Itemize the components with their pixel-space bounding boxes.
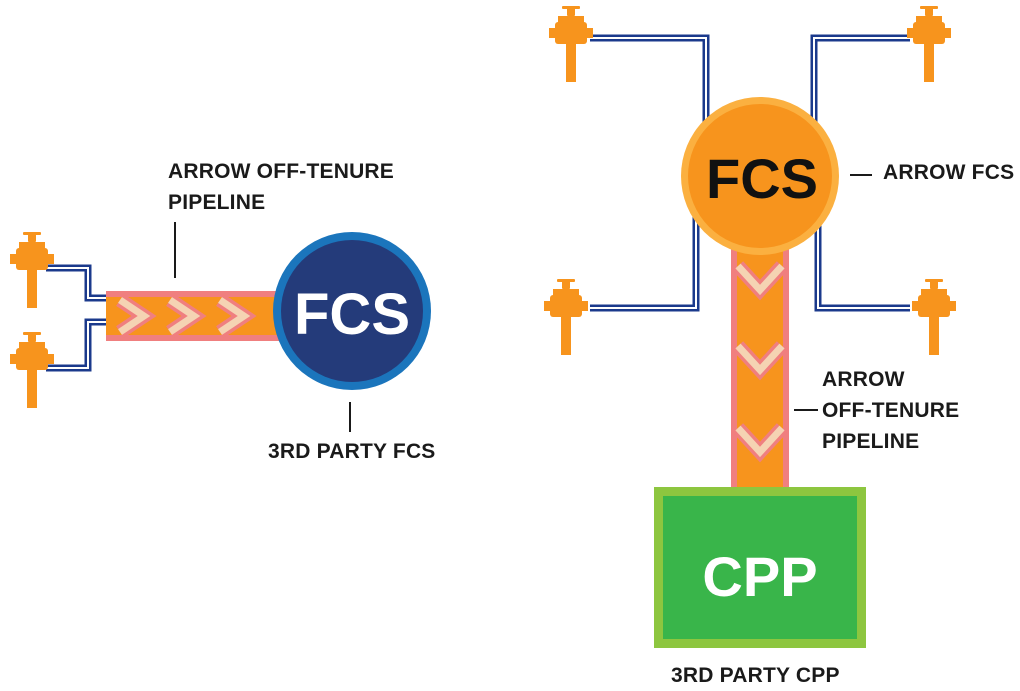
third-party-cpp-caption: 3RD PARTY CPP — [671, 664, 840, 687]
third-party-fcs-caption: 3RD PARTY FCS — [268, 440, 436, 463]
wellhead-icon — [544, 279, 588, 355]
third-party-fcs-label: FCS — [294, 282, 410, 347]
right-pipeline-label: ARROW OFF-TENURE PIPELINE — [822, 364, 959, 457]
right-pipeline-label-line1: ARROW — [822, 368, 905, 391]
right-pipeline-label-line3: PIPELINE — [822, 430, 920, 453]
arrow-fcs-label: FCS — [706, 147, 818, 210]
left-flowlines — [46, 264, 108, 372]
right-off-tenure-pipeline — [731, 230, 789, 492]
wellhead-icon — [912, 279, 956, 355]
left-off-tenure-pipeline — [106, 291, 286, 341]
cpp-label: CPP — [702, 545, 817, 608]
left-pipeline-label-line1: ARROW OFF-TENURE — [168, 160, 395, 183]
third-party-fcs: FCS — [273, 232, 431, 390]
left-pipeline-label-line2: PIPELINE — [168, 191, 266, 214]
right-diagram: FCS CPP — [544, 6, 956, 648]
arrow-fcs: FCS — [681, 97, 839, 255]
arrow-fcs-caption: ARROW FCS — [883, 161, 1015, 184]
wellhead-icon — [907, 6, 951, 82]
left-pipeline-label: ARROW OFF-TENURE PIPELINE — [168, 156, 394, 218]
third-party-cpp: CPP — [654, 487, 866, 648]
right-flowlines — [590, 34, 910, 312]
left-diagram: FCS — [10, 222, 431, 432]
right-pipeline-label-line2: OFF-TENURE — [822, 399, 960, 422]
wellhead-icon — [549, 6, 593, 82]
